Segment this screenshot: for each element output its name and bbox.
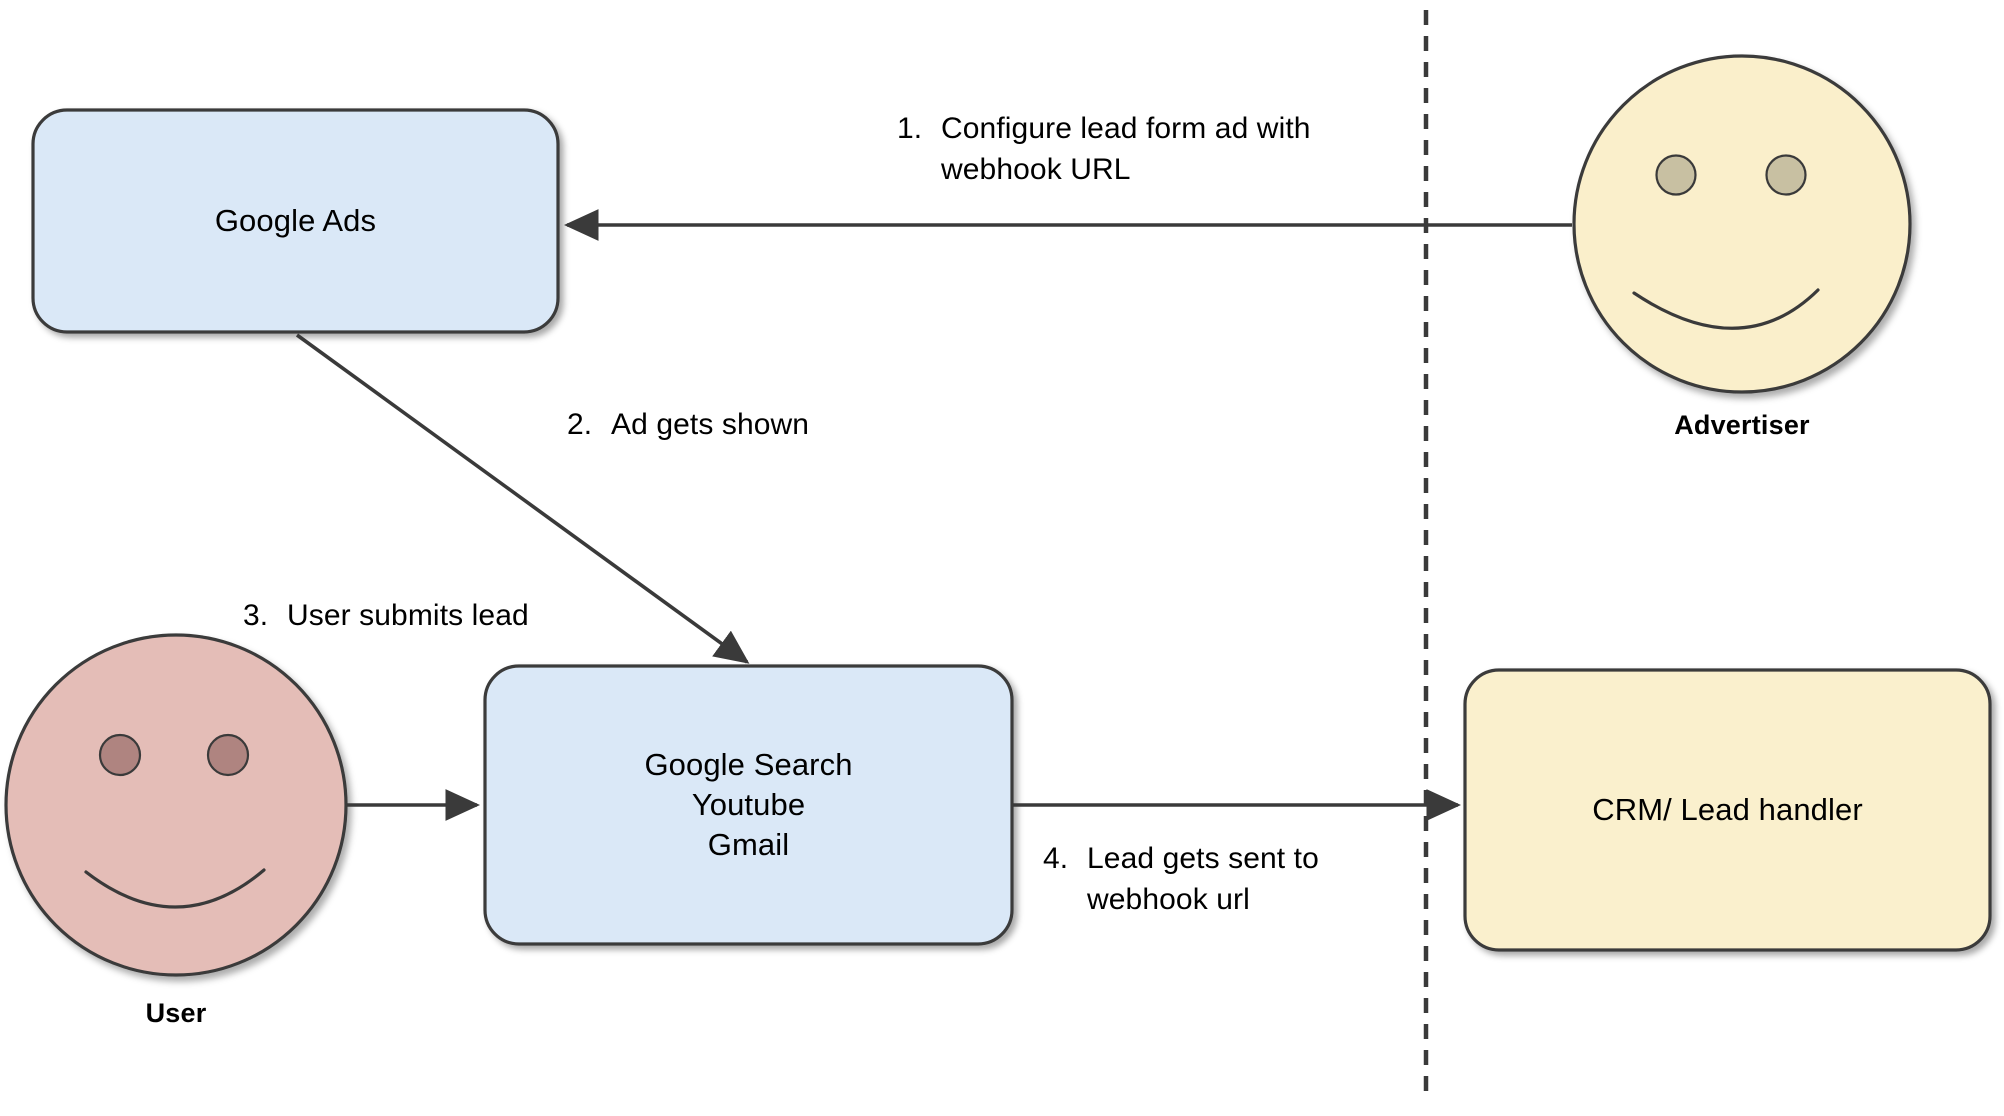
advertiser-left-eye-icon (1655, 154, 1697, 196)
edge-label-step-2: 2. Ad gets shown (567, 404, 967, 445)
crm-lead-handler-box-shape (1463, 668, 1992, 952)
step-4-text: Lead gets sent to webhook url (1087, 838, 1463, 921)
step-4-line-2: webhook url (1087, 883, 1250, 917)
edge-label-step-4: 4. Lead gets sent to webhook url (1043, 838, 1463, 921)
edge-label-step-3: 3. User submits lead (243, 595, 643, 636)
advertiser-smile-icon (1632, 288, 1820, 330)
step-1-line-1: Configure lead form ad with (941, 112, 1311, 145)
node-google-ads[interactable] (31, 108, 560, 334)
advertiser-caption: Advertiser (1674, 410, 1810, 440)
user-smile-icon (84, 868, 266, 909)
google-ads-box-shape (31, 108, 560, 334)
step-4-number: 4. (1043, 842, 1069, 875)
edge-google-ads-to-surfaces (295, 333, 750, 664)
actor-advertiser[interactable] (1572, 54, 1912, 394)
user-face-circle (4, 633, 348, 977)
user-left-eye-icon (98, 733, 142, 777)
google-surfaces-box-shape (483, 664, 1014, 946)
step-3-number: 3. (243, 599, 269, 632)
advertiser-right-eye-icon (1765, 154, 1807, 196)
actor-user[interactable] (4, 633, 348, 977)
advertiser-face-circle (1572, 54, 1912, 394)
user-right-eye-icon (206, 733, 250, 777)
node-crm-lead-handler[interactable] (1463, 668, 1992, 952)
step-1-line-2: webhook URL (941, 153, 1131, 187)
edge-label-step-1: 1. Configure lead form ad with webhook U… (897, 108, 1397, 191)
step-4-line-1: Lead gets sent to (1087, 842, 1319, 875)
step-2-number: 2. (567, 408, 593, 441)
step-1-text: Configure lead form ad with webhook URL (941, 108, 1397, 191)
node-google-surfaces[interactable] (483, 664, 1014, 946)
step-1-number: 1. (897, 112, 923, 145)
step-2-text: Ad gets shown (611, 408, 810, 441)
user-caption: User (145, 998, 207, 1028)
step-3-text: User submits lead (287, 599, 529, 632)
